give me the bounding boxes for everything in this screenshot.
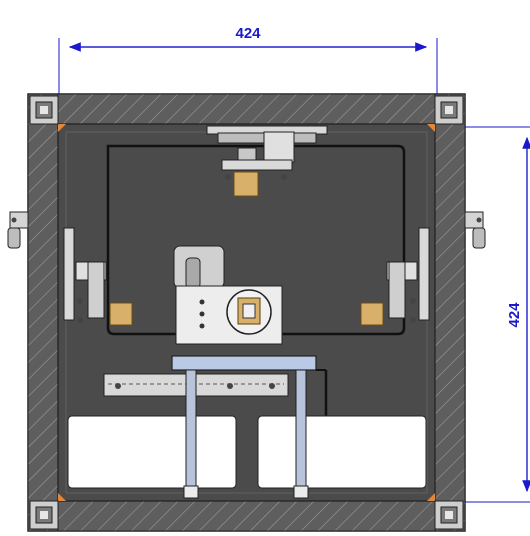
lower-left-opening bbox=[67, 415, 237, 489]
corner-bracket-icon bbox=[29, 95, 59, 125]
lower-right-opening bbox=[257, 415, 427, 489]
central-module bbox=[173, 245, 283, 345]
right-clamp-assembly bbox=[360, 227, 430, 326]
height-dimension-label: 424 bbox=[506, 302, 523, 328]
wire-loop bbox=[106, 144, 406, 336]
corner-bracket-icon bbox=[29, 500, 59, 530]
left-clamp-assembly bbox=[63, 227, 133, 326]
side-latch-icon bbox=[464, 211, 486, 249]
corner-bracket-icon bbox=[434, 95, 464, 125]
width-dimension-label: 424 bbox=[235, 25, 261, 42]
right-wall bbox=[434, 93, 466, 532]
blue-base-plate bbox=[171, 355, 317, 371]
top-clamp-assembly bbox=[206, 125, 328, 197]
left-wall bbox=[27, 93, 59, 532]
side-latch-icon bbox=[7, 211, 29, 249]
width-dimension: 424 bbox=[58, 25, 438, 100]
support-rods bbox=[183, 369, 309, 499]
bottom-wall bbox=[27, 500, 466, 532]
top-wall bbox=[27, 93, 466, 125]
corner-bracket-icon bbox=[434, 500, 464, 530]
